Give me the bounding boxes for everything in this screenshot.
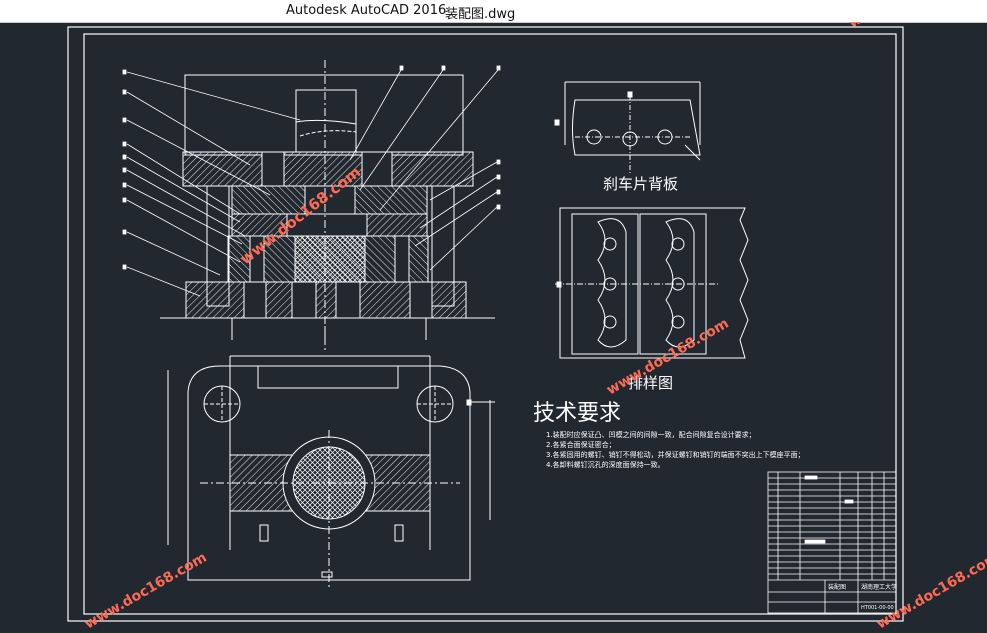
tech-requirement-4: 4.各卸料螺钉沉孔的深度面保持一致。 xyxy=(546,460,665,469)
sheet-outer-border xyxy=(67,26,904,622)
tech-requirement-2: 2.各紧合面保证密合； xyxy=(546,440,616,449)
tech-requirements-heading: 技术要求 xyxy=(533,401,621,426)
leader-lines-left xyxy=(122,69,301,297)
tech-requirement-3: 3.各紧固用的螺钉、销钉不得松动，并保证螺钉和销钉的端面不突出上下模座平面； xyxy=(546,450,805,459)
back-plate-view xyxy=(554,81,701,175)
front-section-view xyxy=(160,60,495,350)
tech-requirement-1: 1.装配时应保证凸、凹模之间的间隙一致，配合间隙复合设计要求； xyxy=(546,430,756,439)
plan-view xyxy=(167,355,495,590)
title-block-rows xyxy=(768,477,896,613)
back-plate-title: 刹车片背板 xyxy=(603,175,678,193)
file-name: 装配图.dwg xyxy=(445,7,516,22)
window-titlebar: Autodesk AutoCAD 2016 装配图.dwg xyxy=(0,0,987,23)
app-title: Autodesk AutoCAD 2016 xyxy=(286,3,447,18)
title-block xyxy=(767,471,897,614)
strip-layout-view xyxy=(555,207,749,359)
sheet-inner-border xyxy=(83,33,897,615)
title-block-school: 湖南理工大学 xyxy=(861,583,897,591)
watermark-bottom-left: www.doc168.com xyxy=(82,549,210,629)
title-block-drawing-name: 装配图 xyxy=(828,583,846,591)
title-block-code: HT001-00-00 xyxy=(861,605,894,611)
leader-lines-right xyxy=(349,65,501,271)
layout-title: 排样图 xyxy=(628,374,673,392)
